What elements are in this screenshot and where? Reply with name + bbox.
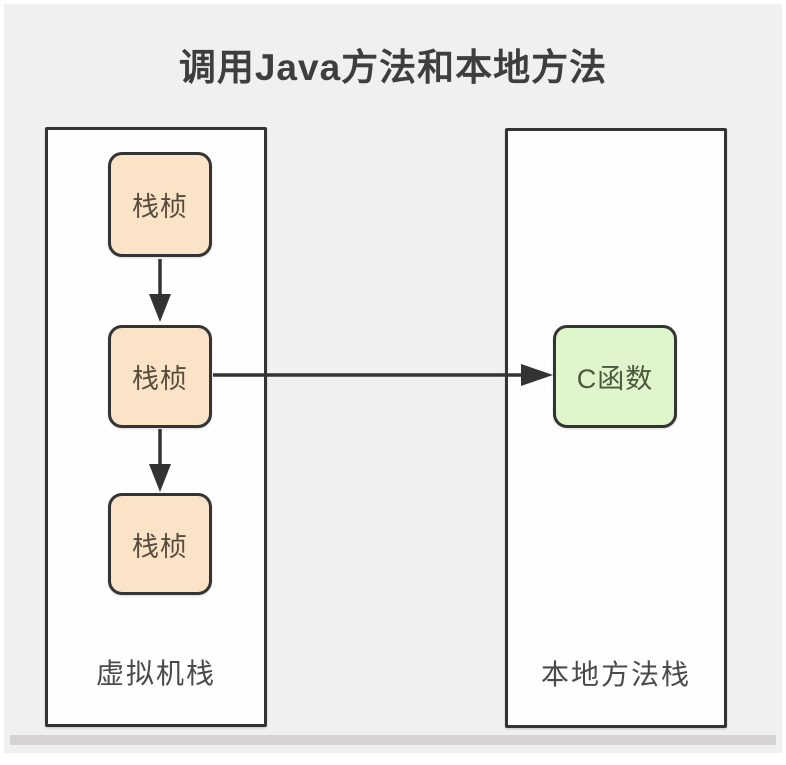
stack-frame-box-3: 栈桢 [108,493,212,595]
c-function-box: C函数 [553,325,677,428]
native-stack-label: 本地方法栈 [540,659,691,690]
diagram-title: 调用Java方法和本地方法 [178,47,608,88]
diagram-canvas: 调用Java方法和本地方法 虚拟机栈 本地方法栈 栈桢 栈桢 栈桢 C函数 [4,4,782,753]
stack-frame-box-1: 栈桢 [108,152,212,257]
vm-stack-label: 虚拟机栈 [95,658,216,689]
stack-frame-box-2: 栈桢 [108,325,212,428]
native-stack-container: 本地方法栈 [505,128,727,728]
bottom-strip [10,735,776,745]
